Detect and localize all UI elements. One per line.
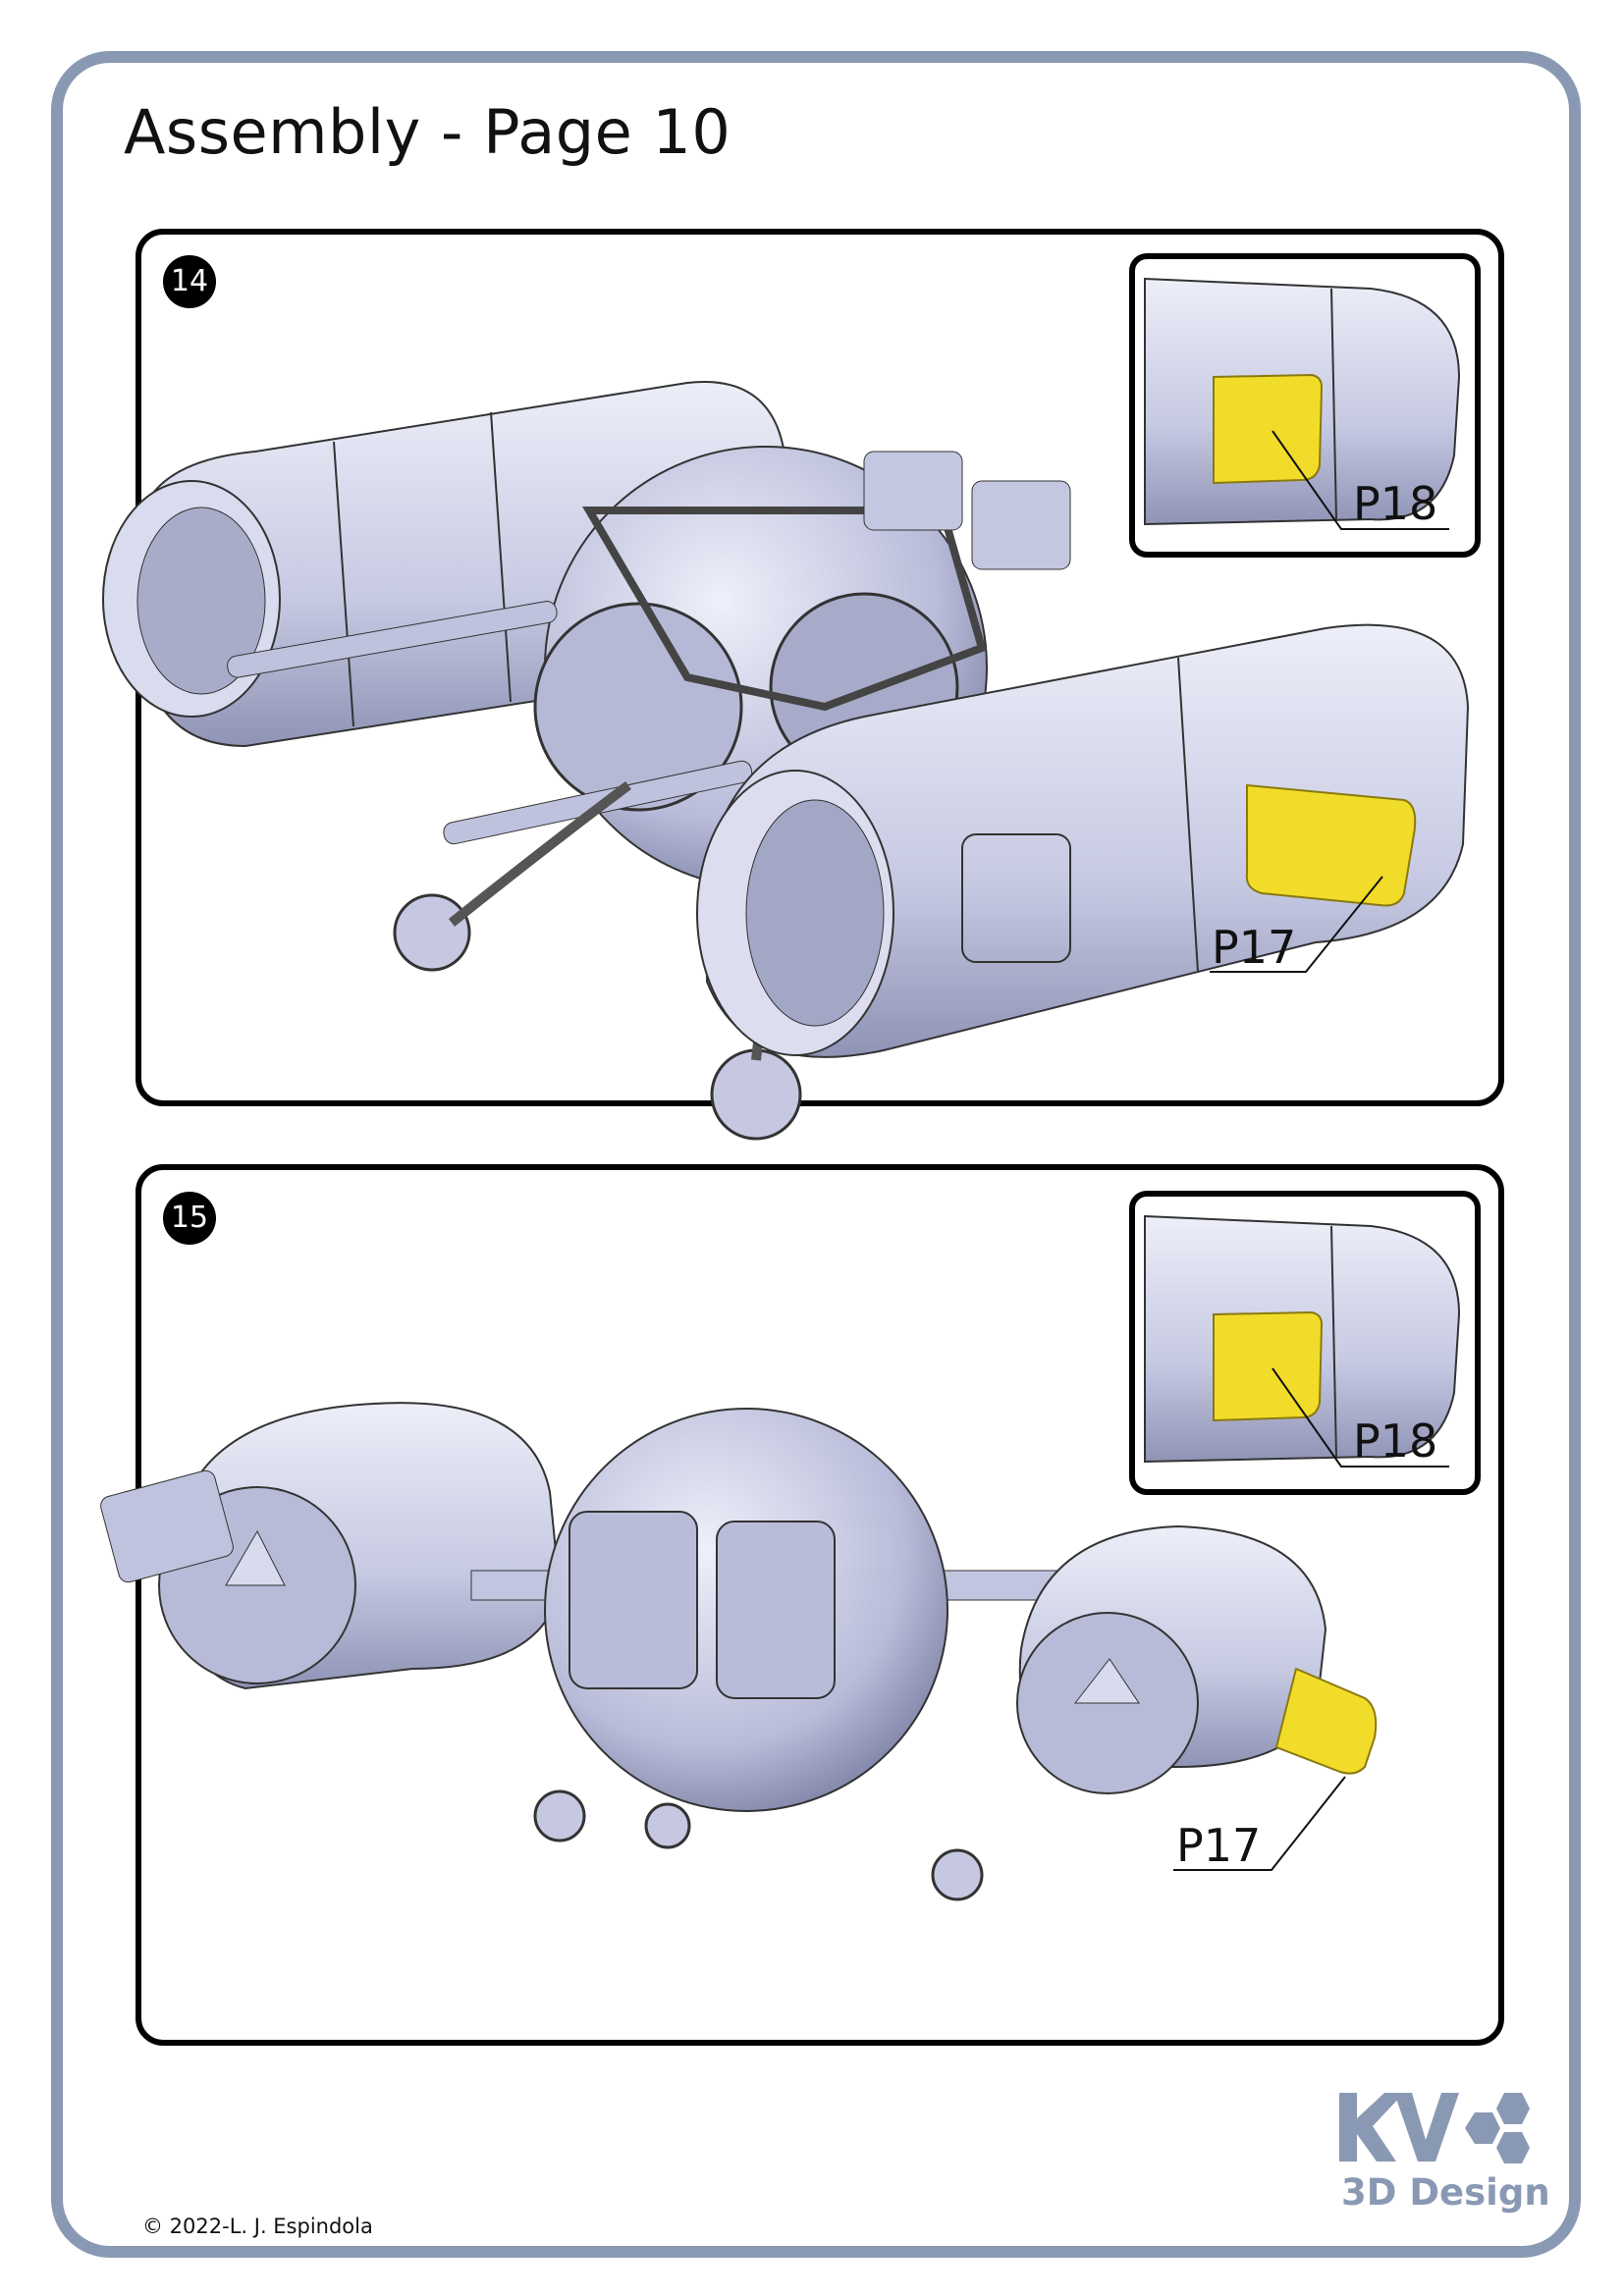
p18-leader xyxy=(1272,430,1449,530)
step-number-14: 14 xyxy=(163,255,216,308)
part-label-p17: P17 xyxy=(1176,1819,1262,1872)
page-frame xyxy=(51,51,1581,2258)
kv-logo xyxy=(1339,2093,1530,2163)
part-label-p18: P18 xyxy=(1353,477,1438,530)
logo-subtitle: 3D Design xyxy=(1341,2171,1550,2214)
copyright: © 2022-L. J. Espindola xyxy=(142,2215,373,2238)
part-label-p18: P18 xyxy=(1353,1415,1438,1468)
step-number-15: 15 xyxy=(163,1192,216,1245)
p18-part xyxy=(1213,373,1324,485)
p18-leader xyxy=(1272,1367,1449,1468)
step-14-detail-inset: P18 xyxy=(1129,253,1481,558)
step-15-detail-inset: P18 xyxy=(1129,1191,1481,1495)
p18-part xyxy=(1213,1310,1324,1422)
part-label-p17: P17 xyxy=(1212,921,1297,974)
page-title: Assembly - Page 10 xyxy=(124,96,731,168)
